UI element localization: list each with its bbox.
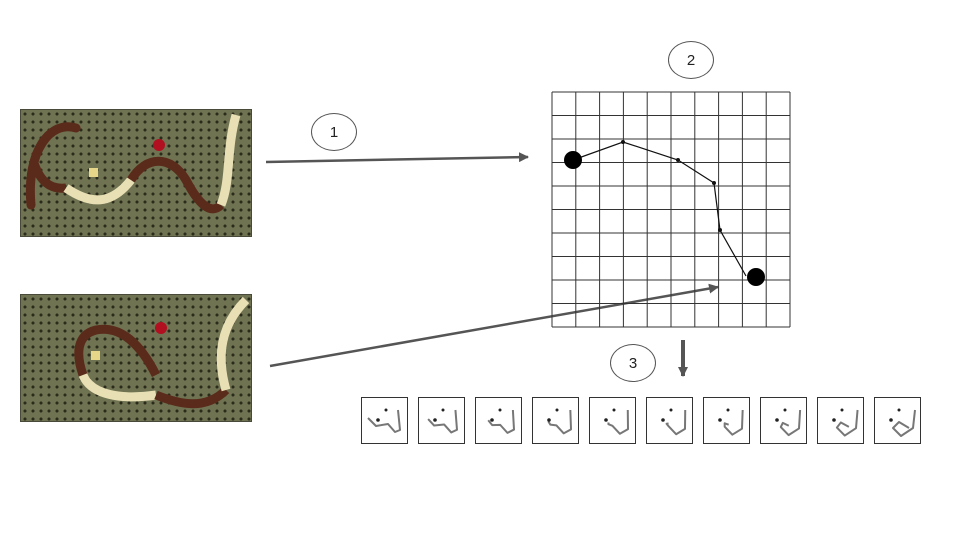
rope-outline-icon <box>604 408 629 435</box>
arrow-2 <box>269 283 719 368</box>
trajectory-path <box>572 141 747 277</box>
rope-outline-icon <box>832 408 859 437</box>
frame-thumbnail <box>874 397 921 444</box>
rope-icon-start <box>25 113 241 214</box>
frame-thumbnail <box>475 397 522 444</box>
step-1-label: 1 <box>329 123 339 141</box>
frame-thumbnail <box>361 397 408 444</box>
rope-icon-goal <box>74 296 250 409</box>
step-1-badge: 1 <box>311 113 357 151</box>
rope-outline-icon <box>661 408 687 436</box>
frame-thumbnail <box>589 397 636 444</box>
frame-thumbnail <box>760 397 807 444</box>
frame-thumbnail <box>646 397 693 444</box>
arrow-1 <box>265 152 529 164</box>
step-2-label: 2 <box>686 51 696 69</box>
rope-outline-icon <box>547 408 572 435</box>
trajectory-grid <box>551 91 791 328</box>
rope-outline-icon <box>367 408 401 433</box>
frame-thumbnail <box>817 397 864 444</box>
rope-photo-start <box>20 109 252 237</box>
start-point <box>564 151 582 169</box>
rope-outline-icon <box>487 408 515 434</box>
rope-outline-icon <box>889 408 916 437</box>
frame-thumbnail <box>418 397 465 444</box>
frame-thumbnail <box>703 397 750 444</box>
rope-outline-icon <box>427 408 458 434</box>
frame-thumbnail <box>532 397 579 444</box>
rope-photo-goal <box>20 294 252 422</box>
goal-point <box>747 268 765 286</box>
rope-outline-icon <box>775 408 802 437</box>
rope-outline-icon <box>718 408 744 436</box>
step-3-badge: 3 <box>610 344 656 382</box>
step-2-badge: 2 <box>668 41 714 79</box>
step-3-label: 3 <box>628 354 638 372</box>
frame-sequence <box>361 397 921 444</box>
